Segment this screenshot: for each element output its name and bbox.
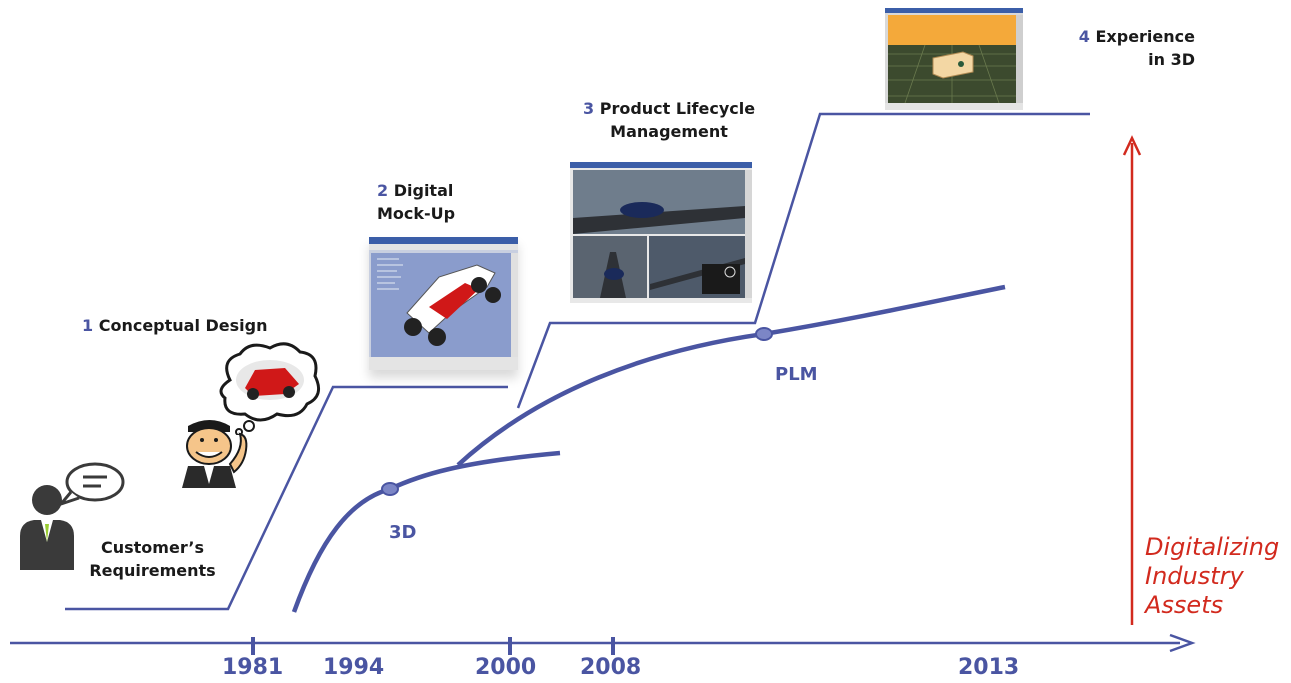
curve-label-plm: PLM <box>775 364 818 385</box>
node-plm <box>755 327 773 341</box>
stage-2-screenshot <box>369 237 518 370</box>
year-1994: 1994 <box>323 655 385 680</box>
customer-person-icon <box>20 485 74 570</box>
thinking-man-icon <box>182 420 248 488</box>
step-line-2 <box>516 112 1090 409</box>
year-2013: 2013 <box>958 655 1020 680</box>
year-2008: 2008 <box>580 655 642 680</box>
stage-4-label: 4 Experience in 3D <box>1078 27 1195 69</box>
step-line <box>65 385 508 611</box>
customer-label: Customer’s Requirements <box>89 538 216 580</box>
red-arrowhead <box>1122 135 1142 156</box>
thought-bubble-icon <box>219 342 321 435</box>
node-3d <box>381 482 399 496</box>
stage-1-label: 1 Conceptual Design <box>82 316 268 335</box>
year-1981: 1981 <box>222 655 284 680</box>
stage-4-screenshot <box>885 8 1023 110</box>
arrow-label: Digitalizing Industry Assets <box>1145 533 1280 619</box>
stage-2-label: 2 Digital Mock-Up <box>377 181 456 223</box>
curve-plm <box>456 284 1006 467</box>
curve-label-3d: 3D <box>389 522 417 543</box>
stage-3-label: 3 Product Lifecycle Management <box>583 99 756 141</box>
curve-3d <box>291 450 561 613</box>
speech-bubble-icon <box>57 462 125 507</box>
stage-3-screenshot <box>570 162 752 303</box>
timeline-arrowhead <box>1169 633 1196 653</box>
year-2000: 2000 <box>475 655 537 680</box>
